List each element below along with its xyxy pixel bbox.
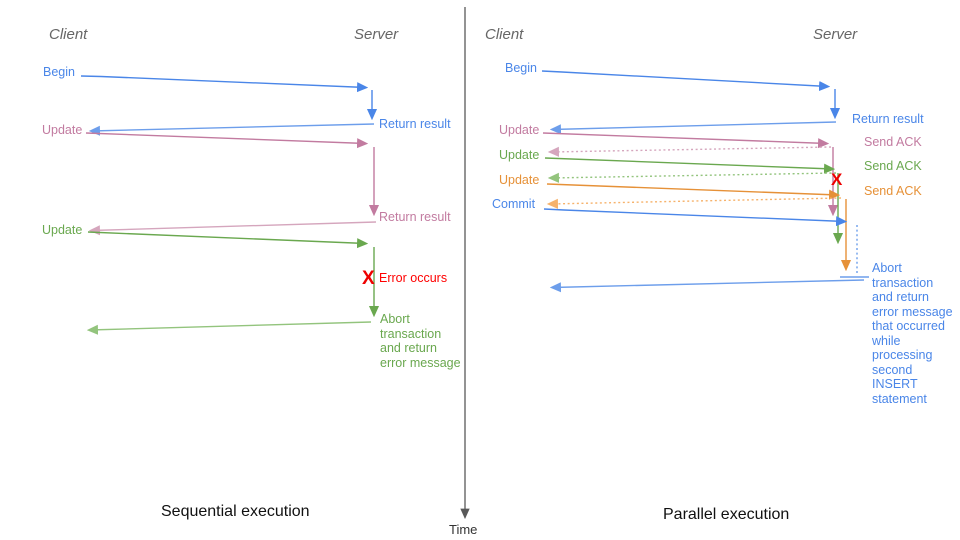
right-begin-label: Begin bbox=[505, 61, 537, 75]
time-axis-label: Time bbox=[449, 522, 478, 537]
right-return-result-arrow bbox=[549, 121, 837, 135]
right-update-2-arrow bbox=[544, 157, 844, 245]
right-return-result-label: Return result bbox=[852, 112, 924, 126]
right-update-1-label: Update bbox=[499, 123, 540, 137]
right-commit-label: Commit bbox=[492, 197, 536, 211]
right-update-1-arrow bbox=[542, 132, 839, 217]
left-update-1-label: Update bbox=[42, 123, 83, 137]
right-update-3-label: Update bbox=[499, 173, 540, 187]
left-return-result-1-arrow bbox=[88, 123, 375, 136]
right-update-2-label: Update bbox=[499, 148, 540, 162]
left-client-header: Client bbox=[49, 26, 88, 43]
right-send-ack-2-arrow bbox=[547, 172, 837, 183]
left-return-result-2-label: Return result bbox=[379, 210, 451, 224]
right-update-3-arrow bbox=[546, 183, 852, 272]
left-return-result-2-arrow bbox=[88, 221, 377, 236]
right-send-ack-1-label: Send ACK bbox=[864, 135, 922, 149]
left-update-2-label: Update bbox=[42, 223, 83, 237]
right-send-ack-2-label: Send ACK bbox=[864, 159, 922, 173]
left-error-x-icon: X bbox=[362, 268, 375, 289]
right-panel-title: Parallel execution bbox=[663, 506, 790, 523]
right-send-ack-3-label: Send ACK bbox=[864, 184, 922, 198]
left-return-result-1-label: Return result bbox=[379, 117, 451, 131]
right-commit-arrow bbox=[543, 208, 858, 275]
left-error-occurs-label: Error occurs bbox=[379, 271, 448, 285]
left-update-1-arrow bbox=[85, 132, 380, 217]
left-begin-label: Begin bbox=[43, 65, 75, 79]
left-update-2-arrow bbox=[87, 231, 380, 318]
left-begin-arrow bbox=[80, 75, 378, 121]
left-panel-title: Sequential execution bbox=[161, 503, 310, 520]
right-server-header: Server bbox=[813, 26, 858, 43]
right-abort-arrow bbox=[549, 276, 869, 293]
left-server-header: Server bbox=[354, 26, 399, 43]
right-abort-message: Abort transaction and return error messa… bbox=[872, 261, 953, 406]
right-error-x-icon: X bbox=[831, 170, 843, 189]
right-send-ack-3-arrow bbox=[546, 197, 842, 209]
left-abort-arrow bbox=[86, 321, 372, 335]
left-abort-message: Abort transaction and return error messa… bbox=[380, 312, 461, 370]
right-client-header: Client bbox=[485, 26, 524, 43]
right-begin-arrow bbox=[541, 70, 841, 120]
right-send-ack-1-arrow bbox=[547, 146, 832, 157]
